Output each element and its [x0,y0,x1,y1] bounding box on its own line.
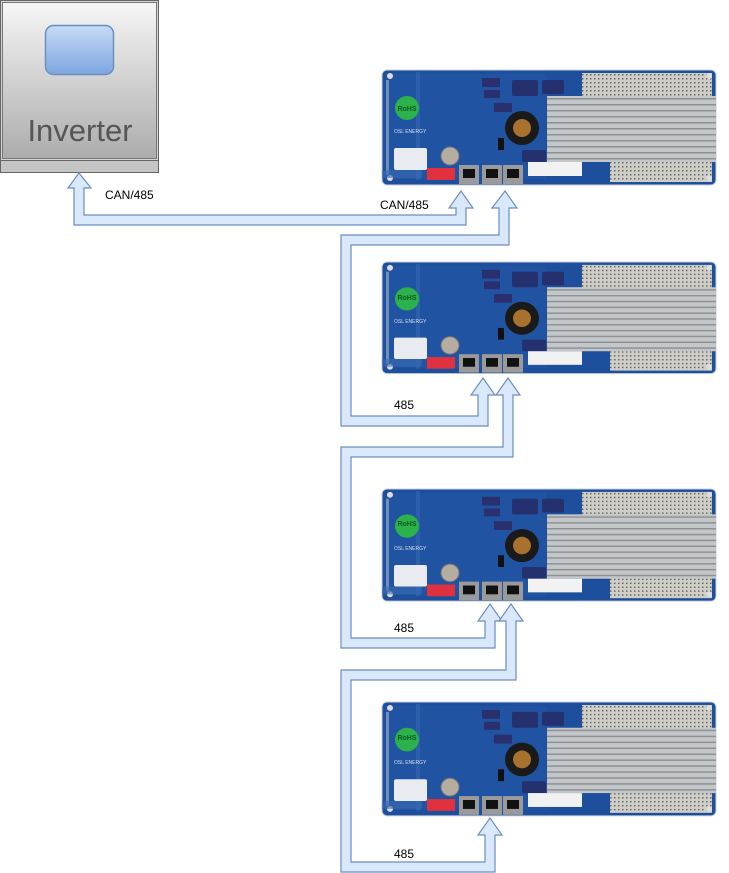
label-link-2: 485 [394,398,414,412]
board-brand: OSL ENERGY [394,129,427,135]
rohs-logo: RoHS [397,106,416,113]
inverter-label: Inverter [27,113,132,148]
bms-board-1: RoHS OSL ENERGY [381,69,717,186]
inverter-device: Inverter [0,0,159,173]
board-brand: OSL ENERGY [394,760,427,766]
bms-board-2: RoHS OSL ENERGY [381,261,717,375]
rohs-logo: RoHS [397,295,416,302]
board-brand: OSL ENERGY [394,546,427,552]
label-board1-link: CAN/485 [380,198,429,212]
connector-board3-to-board4 [340,602,525,873]
rohs-logo: RoHS [397,735,416,742]
label-inverter-link: CAN/485 [105,188,154,202]
board-brand: OSL ENERGY [394,319,427,325]
bms-board-4: RoHS OSL ENERGY [381,701,717,817]
connector-inverter-to-board1 [66,172,475,226]
rohs-logo: RoHS [397,521,416,528]
label-link-3: 485 [394,621,414,635]
connector-board2-to-board3 [340,376,522,649]
label-link-4: 485 [394,847,414,861]
inverter-screen [44,24,115,76]
bms-board-3: RoHS OSL ENERGY [381,488,717,602]
connector-board1-to-board2 [340,189,519,427]
